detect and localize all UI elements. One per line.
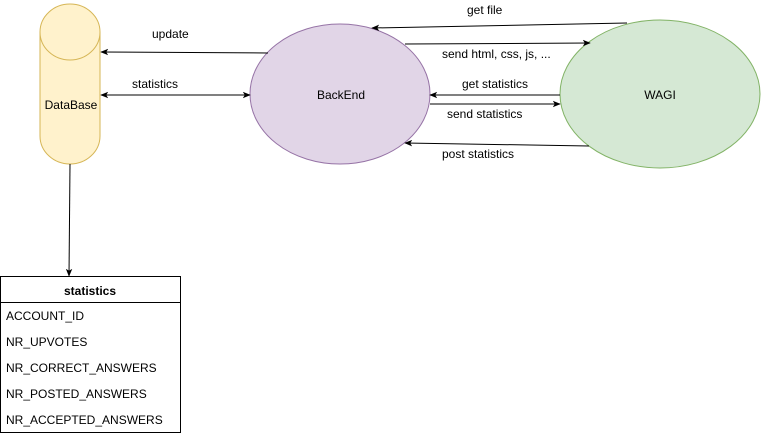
edge-update-label: update bbox=[152, 27, 189, 41]
database-label: DataBase bbox=[45, 98, 98, 112]
table-row: NR_ACCEPTED_ANSWERS bbox=[6, 413, 163, 427]
edge-send-html[interactable] bbox=[404, 39, 591, 47]
table-row: NR_POSTED_ANSWERS bbox=[6, 387, 147, 401]
database-node[interactable]: DataBase bbox=[39, 3, 101, 165]
edge-get-statistics-label: get statistics bbox=[462, 77, 528, 91]
statistics-table[interactable]: statistics ACCOUNT_ID NR_UPVOTES NR_CORR… bbox=[0, 276, 181, 433]
database-cylinder-body bbox=[39, 3, 101, 165]
database-cylinder-rim bbox=[39, 31, 101, 61]
edge-statistics-label: statistics bbox=[132, 77, 178, 91]
table-row: NR_UPVOTES bbox=[6, 335, 87, 349]
wagi-label: WAGI bbox=[644, 88, 676, 102]
edge-update[interactable] bbox=[100, 48, 269, 56]
edge-post-statistics-label: post statistics bbox=[442, 147, 514, 161]
edge-post-statistics[interactable] bbox=[404, 139, 590, 147]
wagi-ellipse bbox=[559, 19, 761, 169]
backend-node[interactable]: BackEnd bbox=[249, 23, 431, 165]
edge-get-file[interactable] bbox=[371, 22, 628, 32]
table-title: statistics bbox=[64, 284, 116, 298]
table-row: ACCOUNT_ID bbox=[6, 309, 84, 323]
table-row: NR_CORRECT_ANSWERS bbox=[6, 361, 157, 375]
edge-db-to-table[interactable] bbox=[65, 163, 73, 277]
edge-send-statistics-label: send statistics bbox=[447, 107, 522, 121]
edge-send-html-label: send html, css, js, ... bbox=[442, 47, 551, 61]
table-frame bbox=[0, 276, 181, 433]
backend-label: BackEnd bbox=[317, 88, 365, 102]
edge-get-file-label: get file bbox=[467, 3, 503, 17]
wagi-node[interactable]: WAGI bbox=[559, 19, 761, 169]
